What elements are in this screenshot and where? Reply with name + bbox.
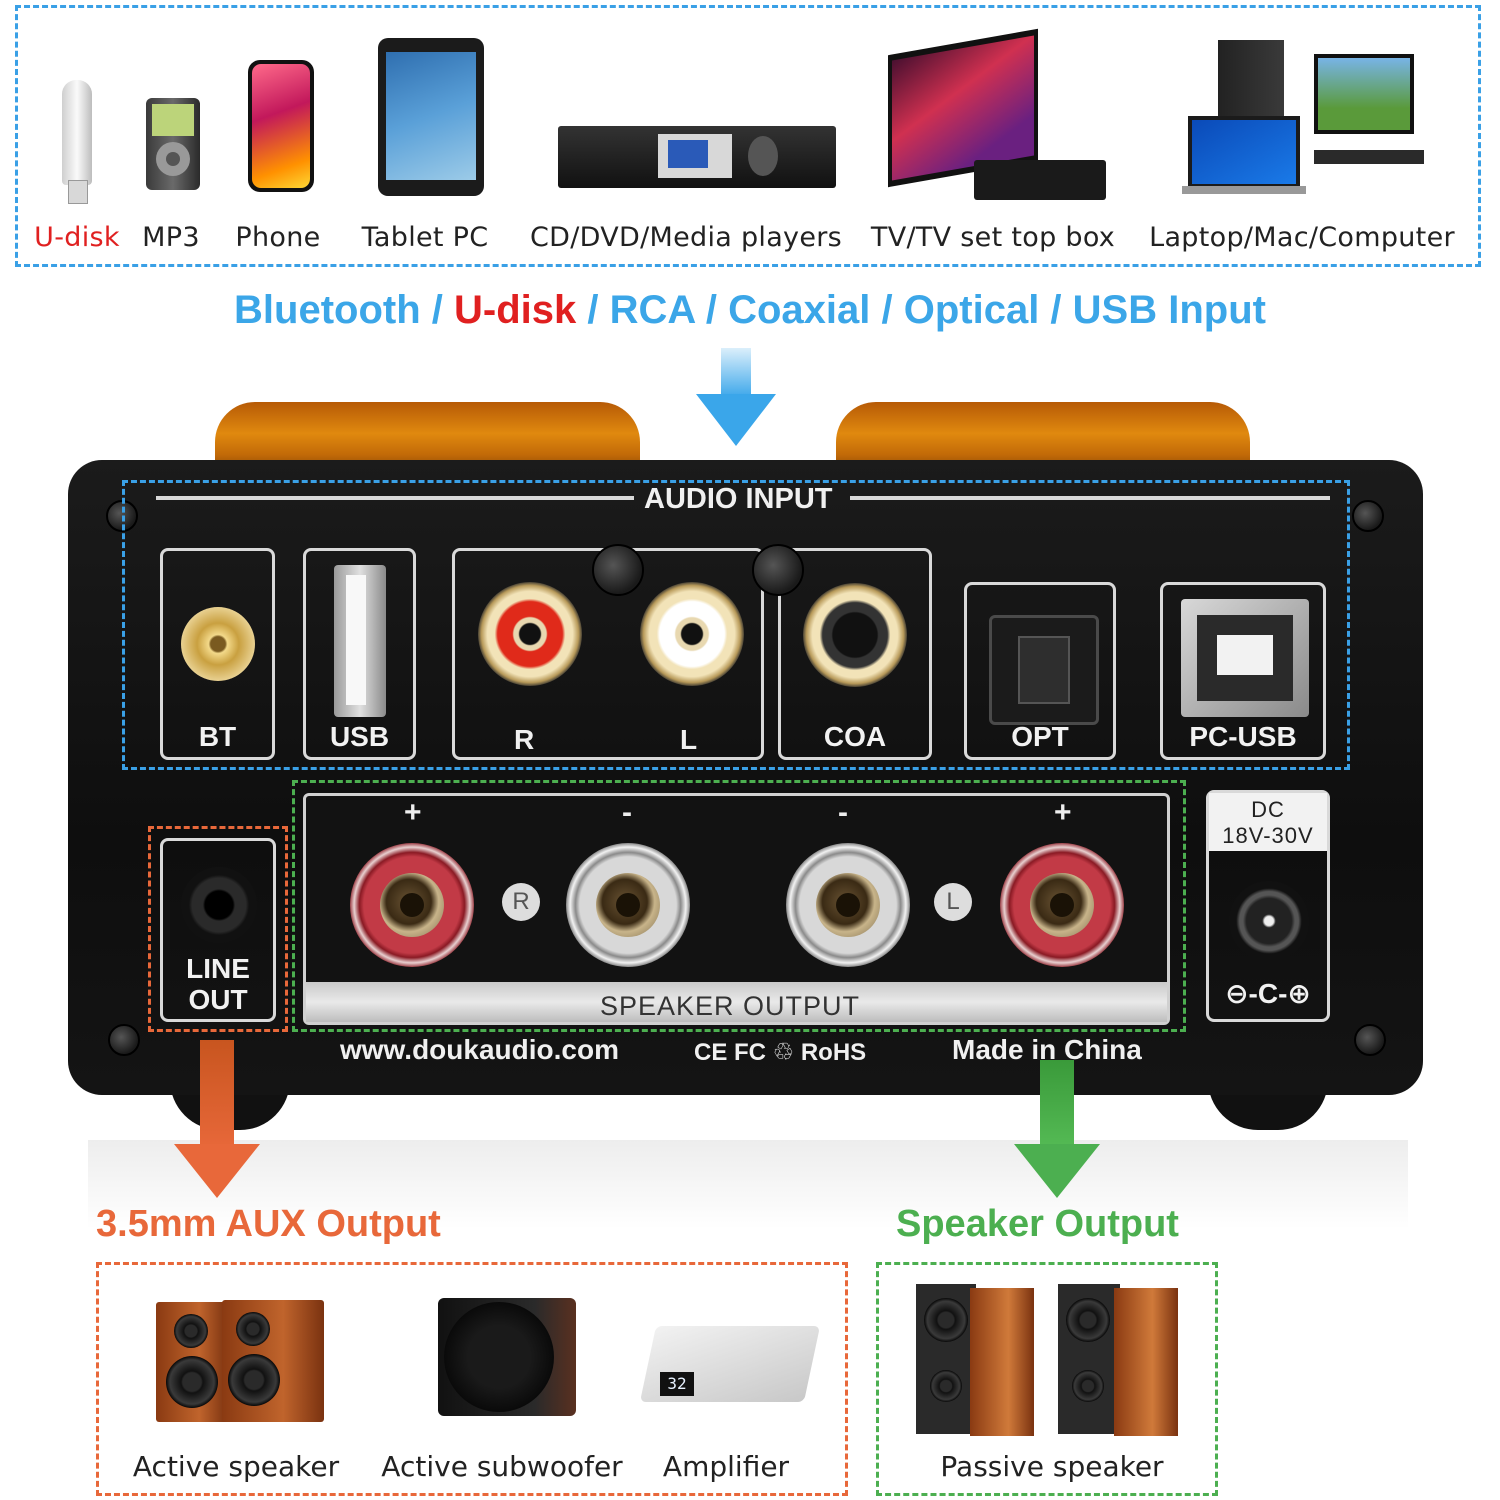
source-label-media-players: CD/DVD/Media players xyxy=(529,222,843,253)
screw-icon xyxy=(752,544,804,596)
binding-post-right-negative[interactable] xyxy=(566,843,690,967)
amplifier-image: 32 xyxy=(639,1306,821,1410)
audio-input-highlight xyxy=(122,480,1350,770)
sign-plus: + xyxy=(404,796,422,829)
aux-output-arrow-icon xyxy=(174,1040,260,1198)
tablet-image xyxy=(378,38,484,196)
line-out-label-line: LINE xyxy=(186,953,250,984)
passive-speaker-right-image xyxy=(1058,1284,1182,1440)
usb-port[interactable]: USB xyxy=(303,548,416,760)
speaker-output-strip xyxy=(306,982,1167,1022)
made-in-label: Made in China xyxy=(952,1034,1142,1065)
left-channel-badge: L xyxy=(934,883,972,921)
speaker-output-highlight xyxy=(292,780,1186,1032)
subwoofer-image xyxy=(438,1298,576,1416)
audio-input-label: AUDIO INPUT xyxy=(644,483,833,515)
usb-drive-image xyxy=(58,80,94,204)
title-bluetooth: Bluetooth xyxy=(234,288,421,332)
line-out-port: LINE OUT xyxy=(160,838,276,1022)
output-label-active-subwoofer: Active subwoofer xyxy=(381,1450,623,1483)
title-u-disk: U-disk xyxy=(454,288,577,332)
output-label-passive-speaker: Passive speaker xyxy=(940,1450,1164,1483)
input-arrow-icon xyxy=(696,348,776,446)
dc-power-port: DC 18V-30V ⊖-C-⊕ xyxy=(1206,790,1330,1022)
passive-speaker-left-image xyxy=(916,1284,1034,1440)
source-label-tablet: Tablet PC xyxy=(361,222,489,253)
speaker-output-arrow-icon xyxy=(1014,1060,1100,1198)
set-top-box-image xyxy=(974,160,1106,200)
input-types-title: Bluetooth / U-disk / RCA / Coaxial / Opt… xyxy=(0,288,1500,333)
sign-minus: - xyxy=(622,796,632,829)
screw-icon xyxy=(1354,1024,1386,1056)
rca-right-label: R xyxy=(514,724,535,755)
mp3-player-image xyxy=(146,98,200,190)
optical-port: OPT xyxy=(964,582,1116,760)
bt-label: BT xyxy=(198,721,237,752)
pc-usb-label: PC-USB xyxy=(1189,721,1297,752)
output-label-active-speaker: Active speaker xyxy=(132,1450,340,1483)
coaxial-label: COA xyxy=(823,721,887,752)
dc-polarity-icon: ⊖-C-⊕ xyxy=(1225,978,1311,1009)
rca-left-jack[interactable] xyxy=(640,582,744,686)
coaxial-port: COA xyxy=(778,548,932,760)
binding-post-left-negative[interactable] xyxy=(786,843,910,967)
source-label-mp3: MP3 xyxy=(142,222,200,253)
output-label-amplifier: Amplifier xyxy=(662,1450,790,1483)
speaker-output-title: Speaker Output xyxy=(896,1203,1179,1245)
usb-b-socket[interactable] xyxy=(1181,599,1309,717)
pc-usb-port: PC-USB xyxy=(1160,582,1326,760)
optical-label: OPT xyxy=(1011,721,1069,752)
panel-reflection xyxy=(88,1140,1408,1230)
bt-antenna-port[interactable]: BT xyxy=(160,548,275,760)
coaxial-jack[interactable] xyxy=(803,583,907,687)
binding-post-right-positive[interactable] xyxy=(350,843,474,967)
source-label-u-disk: U-disk xyxy=(34,222,120,253)
sign-minus: - xyxy=(838,796,848,829)
usb-a-socket-icon xyxy=(334,565,386,717)
screw-icon xyxy=(1352,500,1384,532)
rca-left-label: L xyxy=(680,724,698,755)
dc-voltage-label: 18V-30V xyxy=(1222,823,1314,848)
audio-input-line-right xyxy=(850,496,1330,500)
usb-label: USB xyxy=(329,721,390,752)
source-label-phone: Phone xyxy=(235,222,321,253)
website-label: www.doukaudio.com xyxy=(340,1034,619,1065)
dc-jack[interactable] xyxy=(1229,881,1309,961)
audio-input-line-left xyxy=(156,496,634,500)
line-out-highlight xyxy=(148,826,288,1032)
sign-plus: + xyxy=(1054,796,1072,829)
dc-label: DC xyxy=(1251,797,1285,822)
line-out-label-out: OUT xyxy=(188,984,248,1015)
computer-image xyxy=(1182,40,1428,196)
title-separator: / xyxy=(420,288,454,332)
source-label-tv: TV/TV set top box xyxy=(870,222,1116,253)
speaker-output-label: SPEAKER OUTPUT xyxy=(600,991,861,1021)
certification-marks: CE FC ♲ RoHS xyxy=(694,1039,867,1066)
speaker-output-devices-box xyxy=(876,1262,1218,1496)
aux-output-devices-box xyxy=(96,1262,848,1496)
binding-post-left-positive[interactable] xyxy=(1000,843,1124,967)
active-speaker-left-image xyxy=(156,1302,228,1422)
source-label-computer: Laptop/Mac/Computer xyxy=(1149,222,1455,253)
title-separator: / xyxy=(576,288,610,332)
right-channel-badge: R xyxy=(502,883,540,921)
input-sources-box xyxy=(15,5,1481,267)
optical-socket[interactable] xyxy=(989,615,1099,725)
aux-jack[interactable] xyxy=(181,867,257,943)
active-speaker-right-image xyxy=(222,1300,324,1422)
aux-output-title: 3.5mm AUX Output xyxy=(96,1203,441,1245)
sma-connector-icon xyxy=(181,607,255,681)
phone-image xyxy=(248,60,314,192)
screw-icon xyxy=(108,1024,140,1056)
title-other-inputs: RCA / Coaxial / Optical / USB Input xyxy=(609,288,1266,332)
rca-right-jack[interactable] xyxy=(478,582,582,686)
screw-icon xyxy=(592,544,644,596)
media-player-image xyxy=(558,126,836,188)
